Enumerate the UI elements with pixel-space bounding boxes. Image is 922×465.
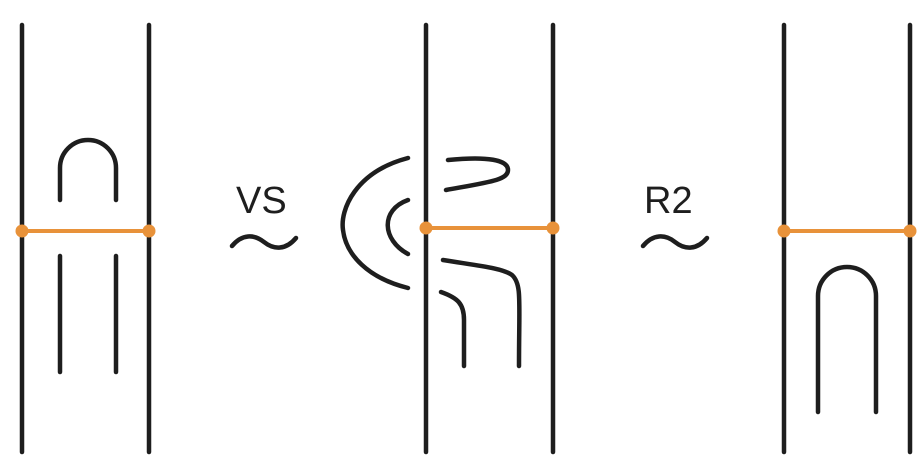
left-cap-arc	[57, 137, 119, 203]
r2-move-label: R2	[644, 180, 693, 222]
r2-tilde-icon	[640, 234, 710, 250]
vs-move-label: VS	[236, 180, 287, 222]
left-rung-node-left	[15, 224, 29, 238]
vs-move: VS	[229, 180, 299, 250]
right-configuration	[777, 22, 917, 455]
middle-configuration	[340, 22, 560, 455]
middle-lower-inner-strand	[438, 289, 467, 369]
left-configuration	[15, 22, 156, 455]
middle-rung-node-left	[419, 221, 433, 235]
right-cap-arc	[815, 264, 879, 415]
left-rung-node-right	[142, 224, 156, 238]
middle-lower-crossing-strand	[440, 257, 522, 369]
middle-upper-crossing-strand	[443, 156, 511, 193]
middle-rung-node-right	[546, 221, 560, 235]
right-rung-node-left	[777, 224, 791, 238]
right-rung-node-right	[903, 224, 917, 238]
r2-move: R2	[640, 180, 710, 250]
middle-inner-arc	[385, 197, 411, 257]
middle-outer-arc	[340, 155, 411, 291]
vs-tilde-icon	[229, 234, 299, 250]
